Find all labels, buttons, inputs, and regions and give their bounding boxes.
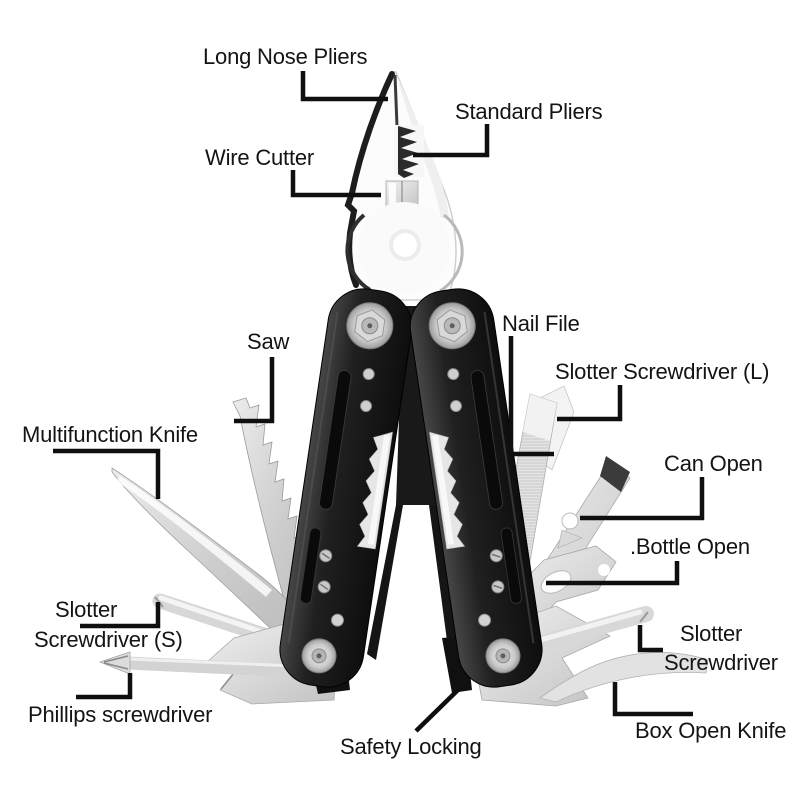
left-handle-bevel — [287, 311, 339, 644]
right-handle-slot-1 — [470, 370, 503, 510]
leader-slotter-screwdriver-s — [80, 602, 161, 629]
left-bottom-bolt-center — [316, 653, 322, 659]
leader-wire-cutter — [290, 170, 381, 198]
label-box-open-knife: Box Open Knife — [635, 718, 787, 743]
standard-pliers-teeth — [398, 126, 419, 178]
left-rivet-3 — [330, 613, 344, 627]
label-nail-file: Nail File — [502, 311, 580, 336]
pivot-hole — [393, 233, 417, 257]
label-slotter-screwdriver-s-line1: Slotter — [55, 597, 118, 622]
label-bottle-open: .Bottle Open — [630, 534, 750, 559]
leader-slotter-screwdriver-r — [637, 625, 663, 653]
leader-can-open — [580, 477, 705, 521]
box-knife-blade — [539, 652, 709, 703]
jaw-seam — [393, 74, 399, 127]
label-saw: Saw — [247, 329, 290, 354]
phillips-screwdriver-tool — [98, 651, 299, 678]
leader-saw — [234, 357, 275, 424]
left-top-bolt-center — [367, 323, 373, 329]
flathead-r-tip — [639, 611, 649, 623]
nail-file-tip — [523, 394, 557, 441]
right-handle-bevel — [483, 311, 535, 644]
gap-dark-right-strip — [429, 505, 459, 656]
slotted-screwdriver-r-tool — [516, 606, 654, 656]
leader-box-open-knife — [612, 682, 693, 717]
right-screw-2-slot — [493, 584, 503, 589]
can-opener-spur — [557, 529, 583, 549]
right-handle — [409, 288, 543, 688]
gap-dark-left-strip — [367, 505, 403, 660]
phillips-rod — [125, 656, 299, 678]
phillips-highlight — [127, 657, 297, 668]
right-rivet-3 — [478, 613, 492, 627]
box-open-knife-tool — [539, 652, 709, 703]
flathead-r-rod — [516, 606, 654, 656]
knife-highlight — [116, 476, 272, 597]
right-rivet-1 — [447, 368, 460, 381]
left-handle — [279, 288, 413, 688]
label-standard-pliers: Standard Pliers — [455, 99, 603, 124]
left-handle-slot-2 — [299, 527, 322, 604]
wire-cutter-highlight — [389, 183, 396, 207]
left-screw-1-slot — [321, 552, 330, 559]
pivot-right-arc — [439, 213, 464, 293]
left-rivet-2 — [360, 400, 373, 413]
right-rivet-2 — [449, 400, 462, 413]
label-can-open: Can Open — [664, 451, 763, 476]
bottle-opener-claw-notch — [598, 564, 610, 576]
left-handle-slot-1 — [319, 370, 352, 510]
phillips-tip-grooves — [103, 655, 129, 670]
right-handle-slot-2 — [500, 527, 523, 604]
left-rivet-1 — [362, 368, 375, 381]
label-safety-locking: Safety Locking — [340, 734, 482, 759]
left-wedge-notch — [220, 672, 235, 690]
can-opener-hook-notch — [561, 512, 579, 530]
can-opener-dark-tip — [600, 456, 630, 492]
label-wire-cutter: Wire Cutter — [205, 145, 315, 170]
leader-safety-locking — [414, 685, 463, 733]
right-bottom-bolt-center — [500, 653, 506, 659]
left-handle-body — [279, 288, 413, 688]
leader-phillips-screwdriver — [76, 673, 133, 700]
leader-long-nose-pliers — [300, 71, 388, 102]
leader-slotter-screwdriver-l — [557, 385, 623, 422]
leader-bottle-open — [546, 561, 680, 586]
label-slotter-screwdriver-r-line1: Slotter — [680, 621, 743, 646]
label-phillips-screwdriver: Phillips screwdriver — [28, 702, 213, 727]
pliers-head — [344, 71, 464, 301]
left-screw-2-slot — [320, 583, 329, 591]
label-slotter-screwdriver-s-line2: Screwdriver (S) — [34, 627, 183, 652]
right-screw-1-slot — [491, 553, 501, 558]
left-insert-glint — [367, 434, 390, 545]
leader-lines — [53, 71, 705, 733]
label-slotter-screwdriver-l: Slotter Screwdriver (L) — [555, 359, 770, 384]
leader-nail-file — [508, 336, 554, 457]
pivot-left-arc — [345, 213, 372, 292]
right-insert-glint — [432, 434, 455, 545]
label-multifunction-knife: Multifunction Knife — [22, 422, 198, 447]
flathead-r-highlight — [523, 609, 643, 647]
label-slotter-screwdriver-r-line2: Screwdriver — [664, 650, 778, 675]
label-long-nose-pliers: Long Nose Pliers — [203, 44, 368, 69]
leader-multifunction-knife — [53, 448, 161, 499]
leader-standard-pliers — [413, 124, 490, 158]
right-top-bolt-center — [449, 323, 455, 329]
